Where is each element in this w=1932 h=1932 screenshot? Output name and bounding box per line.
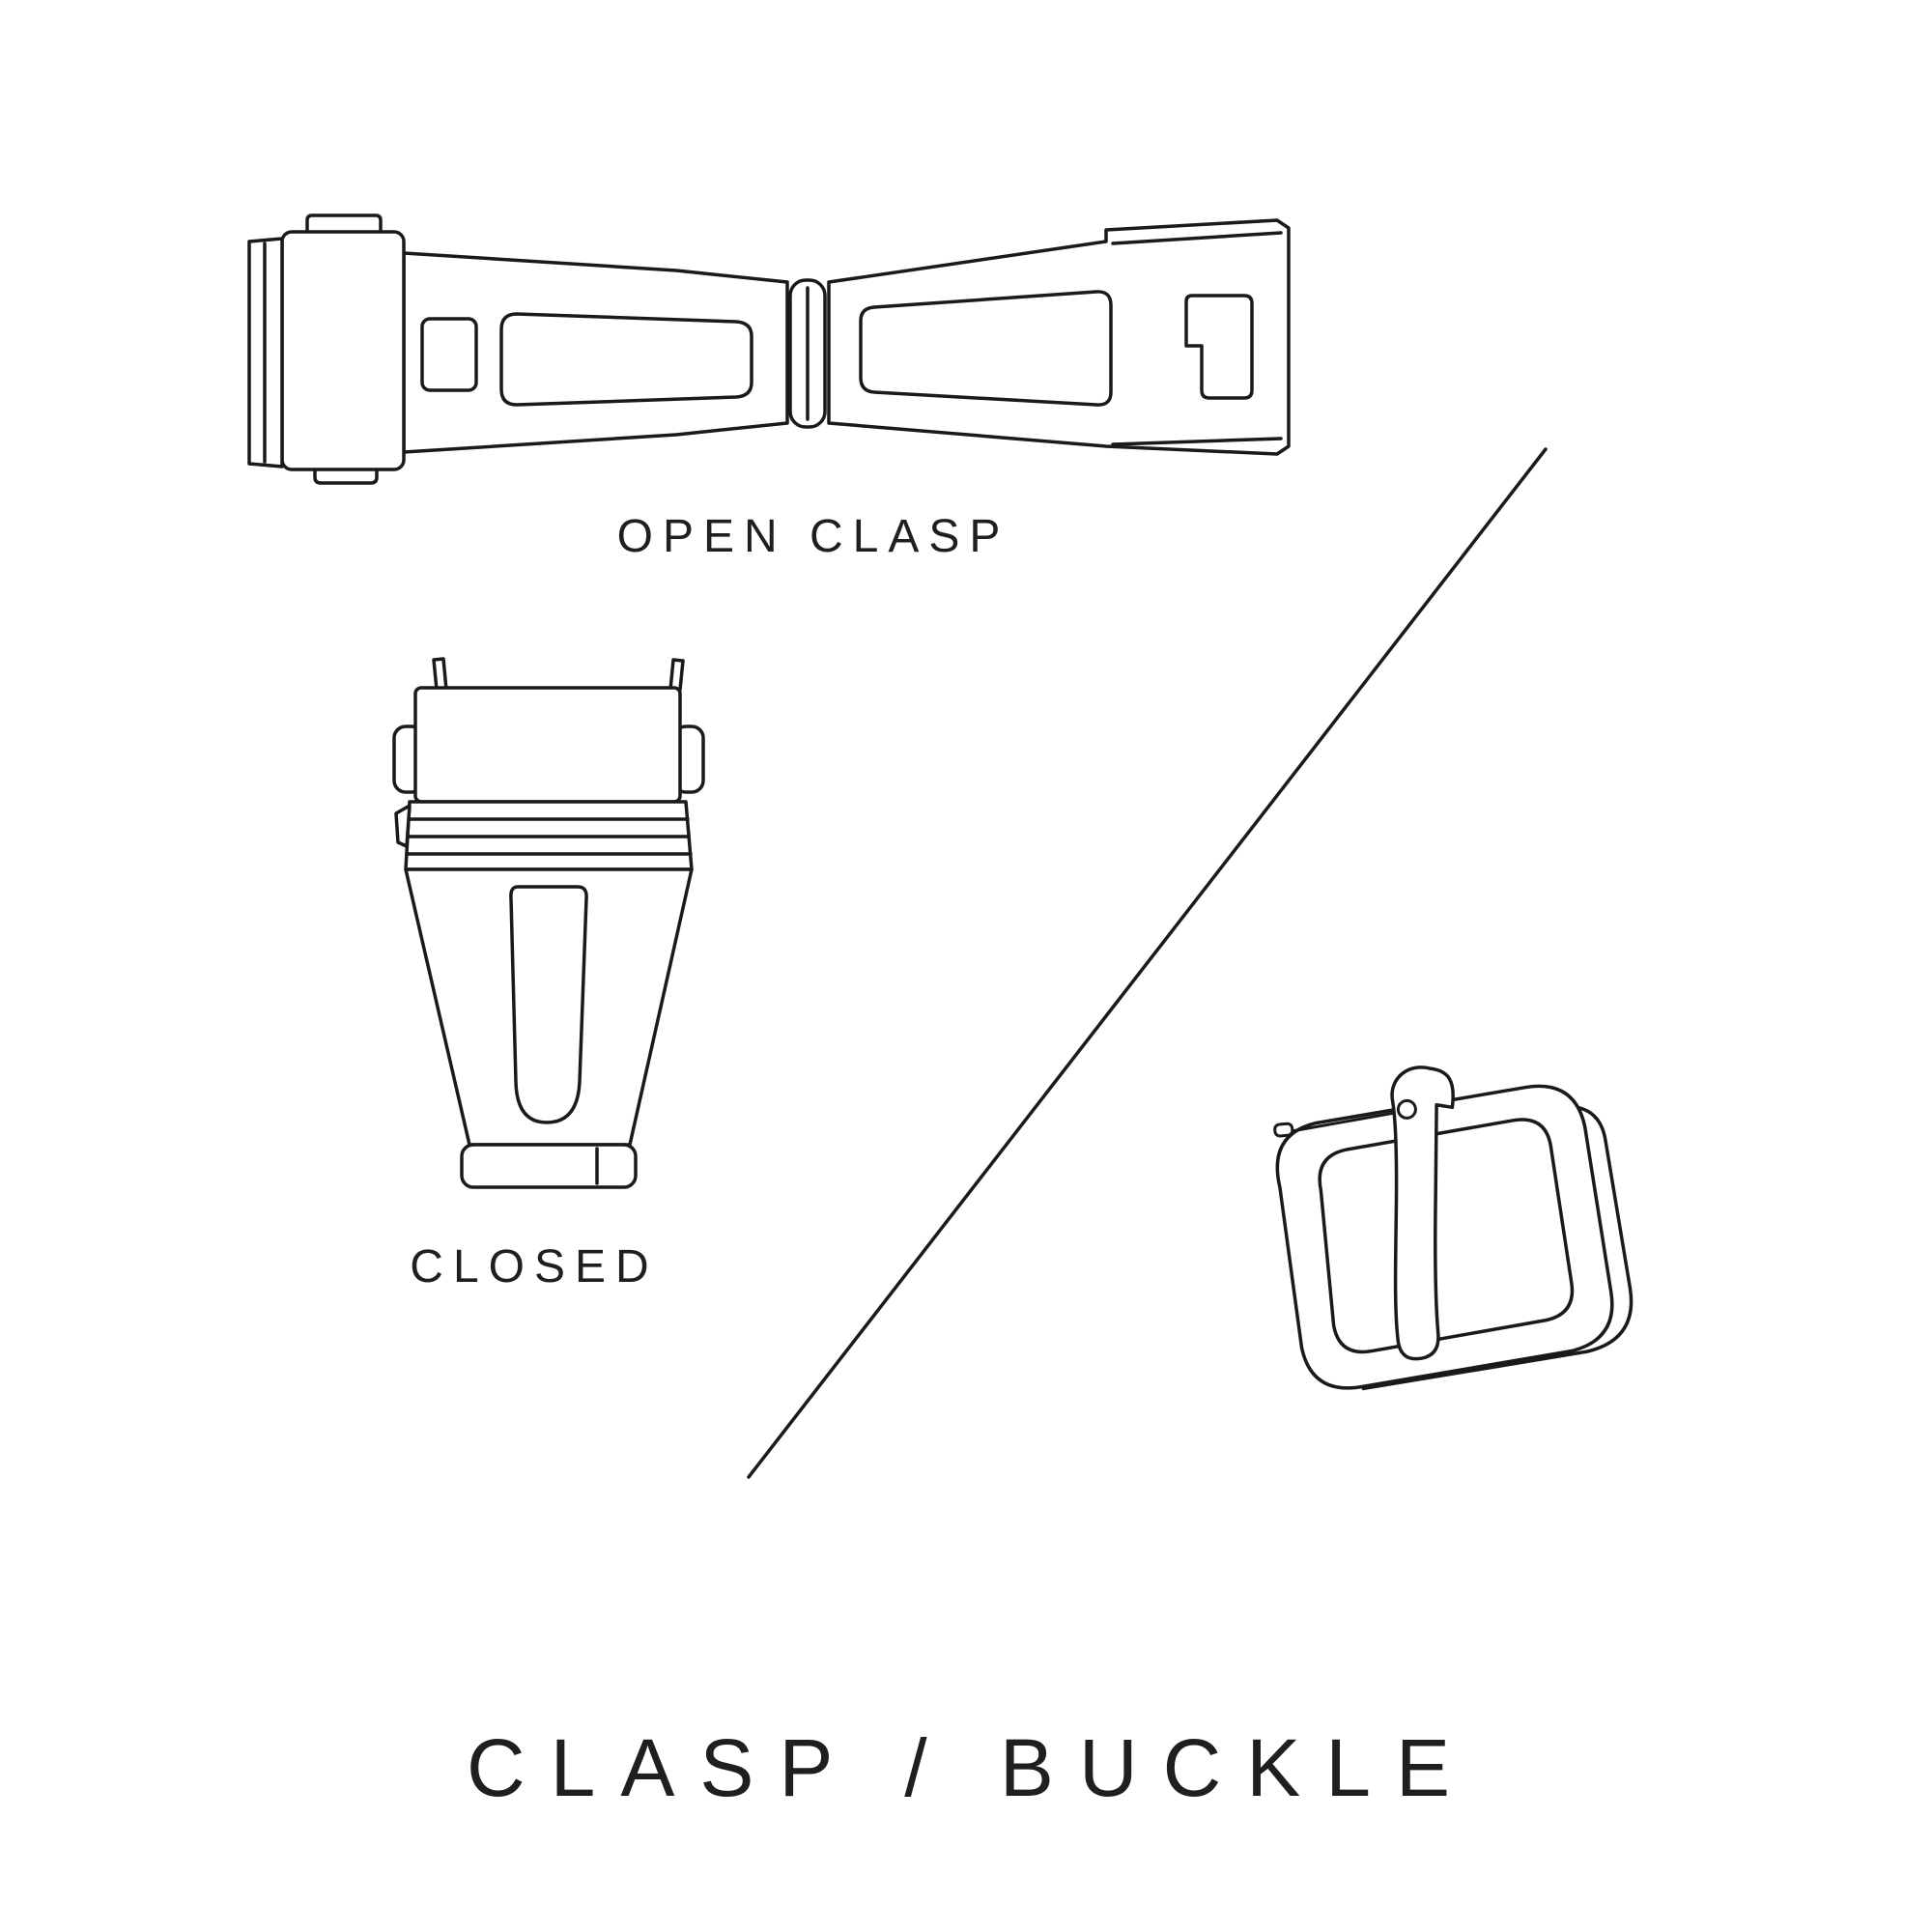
- open-clasp-label: OPEN CLASP: [616, 511, 1010, 562]
- diagonal-divider-line: [747, 447, 1548, 1479]
- tang-buckle-illustration: [1273, 1065, 1634, 1391]
- closed-clasp-illustration: [392, 657, 705, 1189]
- open-clasp-illustration: [247, 213, 1291, 485]
- page-title: CLASP / BUCKLE: [466, 1722, 1476, 1813]
- closed-label: CLOSED: [410, 1241, 659, 1293]
